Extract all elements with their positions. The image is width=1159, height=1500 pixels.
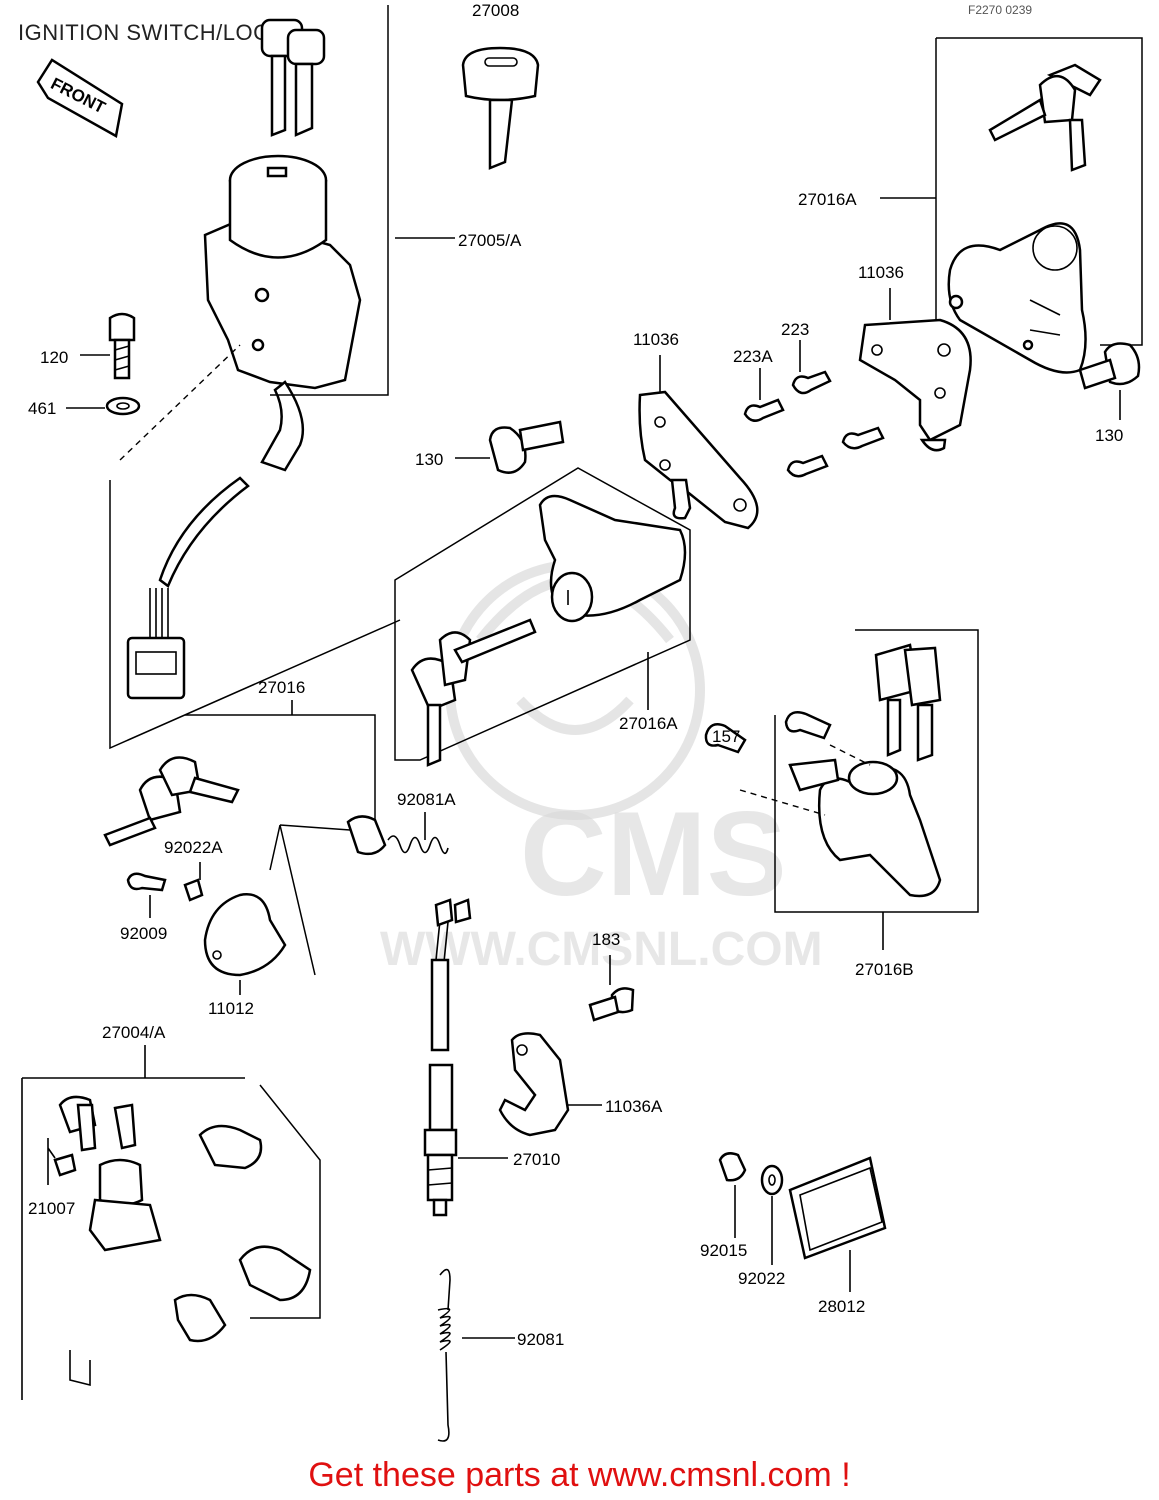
screw-223A-icon (743, 398, 785, 422)
part-label: 92015 (700, 1241, 747, 1260)
screw-icon-extra-2 (786, 454, 829, 478)
steering-lock-icon-right-mid (788, 758, 942, 898)
part-label: 120 (40, 348, 68, 367)
page-title: IGNITION SWITCH/LOCK (18, 20, 285, 45)
bolt-183-icon (588, 987, 635, 1022)
part-label: 92022A (164, 838, 223, 857)
part-label: 157 (712, 727, 740, 746)
part-label: 27016A (798, 190, 857, 209)
key-pair-icon-right-top (988, 63, 1102, 172)
part-label: 27010 (513, 1150, 560, 1169)
part-label: 27016A (619, 714, 678, 733)
nut-92015-icon (718, 1152, 747, 1182)
cover-11012-icon (203, 893, 287, 977)
part-label: 183 (592, 930, 620, 949)
watermark-url: WWW.CMSNL.COM (380, 923, 823, 976)
steering-lock-icon-right (947, 222, 1087, 374)
part-label: 11036A (605, 1097, 663, 1116)
ignition-switch-alt-icon (69, 1124, 312, 1387)
steering-lock-icon-mid (538, 494, 687, 623)
lock-cylinder-92081A-icon (346, 815, 449, 856)
ignition-switch-icon (126, 154, 362, 700)
screw-icon-extra-1 (841, 426, 885, 450)
key-set-27004A-icon (58, 1095, 137, 1152)
key-pair-icon-top (260, 18, 326, 137)
part-label: 461 (28, 399, 56, 418)
bracket-11036A-icon (498, 1032, 570, 1137)
screw-157-upper-icon (784, 711, 832, 740)
part-label: 27016B (855, 960, 914, 979)
screw-92009-icon (126, 872, 167, 892)
bolt-120-icon (108, 312, 136, 380)
bracket-plate-11036-mid-icon (638, 390, 759, 530)
bolt-130-left-icon (488, 420, 565, 474)
key-pair-icon-right-mid (874, 643, 942, 762)
washer-92022-icon (760, 1164, 784, 1196)
part-label: 27005/A (458, 231, 522, 250)
key-pair-icon-mid (410, 618, 537, 767)
key-pair-icon-left-mid (103, 756, 240, 847)
part-label: 130 (415, 450, 443, 469)
part-label: 21007 (28, 1199, 75, 1218)
part-label: 27004/A (102, 1023, 166, 1042)
part-label: 92081 (517, 1330, 564, 1349)
screw-157-icon (704, 723, 747, 754)
screw-223-icon (791, 370, 832, 395)
reflector-28012-icon (788, 1156, 887, 1260)
switch-wire-27010-icon (423, 898, 472, 1217)
front-arrow-icon: FRONT (36, 58, 124, 138)
bolt-130-right-icon (1078, 342, 1141, 390)
part-label: 223A (733, 347, 773, 366)
part-label: 130 (1095, 426, 1123, 445)
washer-461-icon (105, 396, 141, 416)
part-label: 92081A (397, 790, 456, 809)
watermark-brand: CMS (520, 787, 787, 921)
part-label: 28012 (818, 1297, 865, 1316)
key-27008-icon (461, 46, 540, 170)
part-label: 11036 (858, 263, 904, 282)
part-labels: 27008 27005/A 120 461 27016A 11036 223 2… (28, 1, 1123, 1349)
footer-link[interactable]: Get these parts at www.cmsnl.com ! (308, 1456, 851, 1494)
spring-92081-icon (437, 1268, 451, 1442)
part-label: 11012 (208, 999, 254, 1018)
washer-21007-icon (53, 1153, 77, 1177)
part-label: 92022 (738, 1269, 785, 1288)
part-label: 11036 (633, 330, 679, 349)
part-label: 92009 (120, 924, 167, 943)
washer-92022A-icon (183, 878, 204, 902)
cms-watermark: CMS WWW.CMSNL.COM (380, 560, 823, 976)
part-label: 27008 (472, 1, 519, 20)
part-label: 27016 (258, 678, 305, 697)
reference-code: F2270 0239 (968, 3, 1032, 17)
part-label: 223 (781, 320, 809, 339)
bracket-plate-11036-right-icon (858, 318, 972, 452)
